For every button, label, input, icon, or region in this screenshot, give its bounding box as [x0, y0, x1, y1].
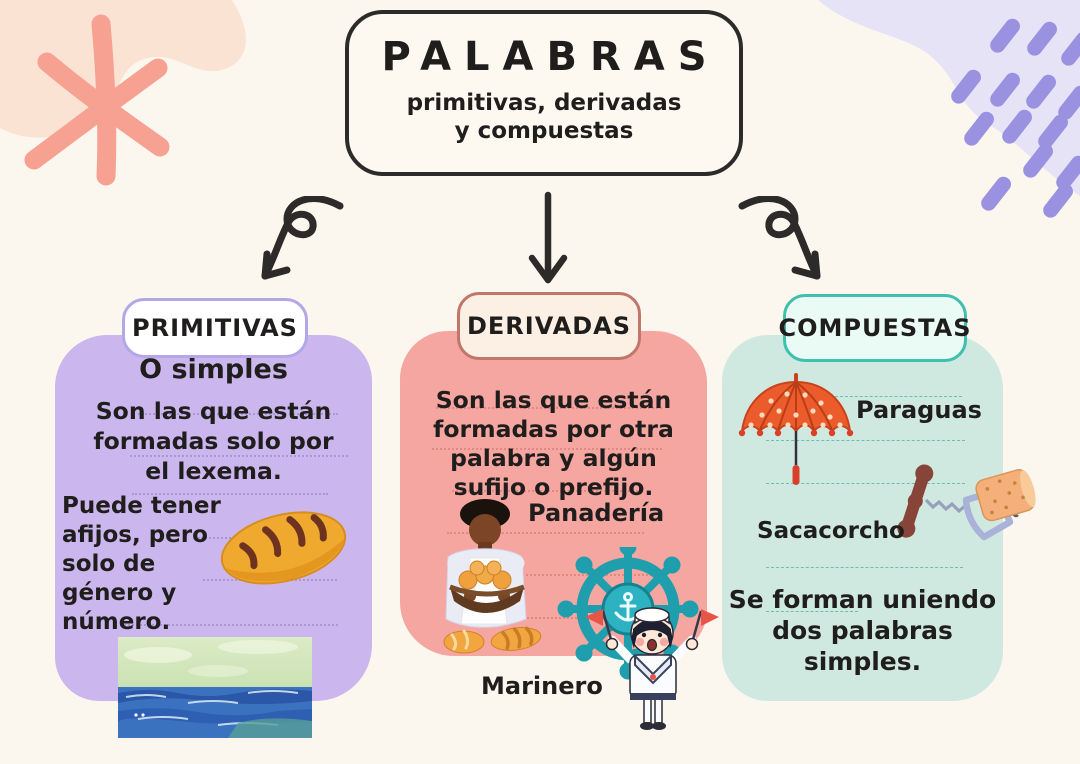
description-line: Se forman uniendo	[728, 585, 997, 614]
sailor-wheel-illustration	[557, 547, 719, 730]
note-line: afijos, pero	[62, 522, 208, 548]
definition-line: formadas solo por	[93, 427, 334, 455]
header-pill-primitivas: PRIMITIVAS	[122, 298, 308, 358]
primitivas-definition: Son las que están formadas solo por el l…	[55, 396, 372, 486]
header-label: DERIVADAS	[466, 312, 632, 340]
definition-line: sufijo o prefijo.	[453, 473, 654, 501]
curly-arrow-right-icon	[738, 196, 821, 280]
straight-arrow-down-icon	[528, 191, 568, 284]
lavender-blob-shape	[818, 0, 1080, 196]
derivadas-definition: Son las que están formadas por otra pala…	[400, 386, 707, 502]
definition-line: palabra y algún	[450, 444, 657, 472]
baker-illustration	[443, 499, 542, 654]
description-line: dos palabras	[772, 616, 953, 645]
sea-illustration	[118, 637, 312, 738]
sailor-character	[585, 607, 719, 730]
header-pill-derivadas: DERIVADAS	[457, 292, 641, 360]
ruled-line	[132, 493, 328, 495]
ruled-line	[766, 440, 965, 441]
ruled-line	[766, 567, 963, 568]
subtitle-line: primitivas, derivadas	[406, 90, 682, 116]
definition-line: Son las que están	[435, 386, 672, 414]
ruled-line	[138, 413, 338, 415]
definition-line: el lexema.	[145, 457, 282, 485]
description-line: simples.	[803, 647, 922, 676]
definition-line: formadas por otra	[433, 415, 674, 443]
purple-dashes-shape	[951, 18, 1080, 218]
header-label: COMPUESTAS	[778, 314, 972, 342]
curly-arrow-left-icon	[261, 196, 344, 280]
note-line: Puede tener	[62, 493, 221, 519]
ruled-line	[120, 624, 338, 626]
ruled-line	[447, 532, 644, 534]
page-subtitle: primitivas, derivadas y compuestas	[349, 89, 739, 145]
ruled-line	[130, 455, 348, 457]
compuestas-description: Se forman uniendo dos palabras simples.	[722, 584, 1003, 677]
page-title: PALABRAS	[381, 34, 720, 80]
ruled-line	[766, 611, 858, 612]
pink-asterisk-shape	[24, 14, 170, 186]
ruled-line	[830, 396, 962, 397]
ruled-line	[505, 574, 652, 576]
ruled-line	[436, 407, 662, 409]
header-pill-compuestas: COMPUESTAS	[778, 294, 971, 362]
title-box: PALABRAS primitivas, derivadas y compues…	[345, 10, 743, 176]
header-label: PRIMITIVAS	[132, 314, 298, 342]
ruled-line	[766, 483, 965, 484]
note-line: solo de	[62, 551, 156, 577]
example-label-sacacorcho: Sacacorcho	[757, 518, 905, 544]
example-label-panaderia: Panadería	[528, 499, 665, 527]
primitivas-subheader: O simples	[139, 354, 288, 385]
definition-line: Son las que están	[95, 397, 332, 425]
example-label-paraguas: Paraguas	[856, 396, 982, 424]
note-line: género y	[62, 580, 177, 606]
bread-illustration	[220, 511, 347, 585]
corkscrew-illustration	[897, 464, 1036, 541]
subtitle-line: y compuestas	[454, 118, 634, 144]
example-label-marinero: Marinero	[481, 672, 603, 700]
ruled-line	[452, 490, 642, 492]
peach-blob-shape	[0, 0, 246, 138]
note-line: número.	[62, 609, 171, 635]
ruled-line	[432, 448, 662, 450]
umbrella-illustration	[738, 373, 854, 485]
primitivas-note: Puede tener afijos, pero solo de género …	[62, 492, 242, 637]
